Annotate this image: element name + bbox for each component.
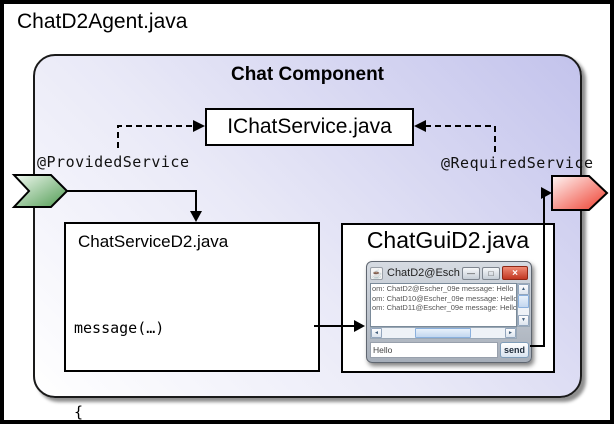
minimize-icon: —: [467, 268, 475, 278]
send-button[interactable]: send: [500, 342, 529, 358]
chat-window-titlebar: ☕ ChatD2@Esch… — □ ×: [370, 264, 528, 282]
horizontal-scrollbar[interactable]: ◄ ►: [370, 327, 517, 339]
chat-message-area: om: ChatD2@Escher_09e message: Hello om:…: [370, 283, 517, 327]
provided-service-annotation: @ProvidedService: [37, 153, 190, 171]
maximize-icon: □: [488, 268, 494, 278]
scroll-right-button[interactable]: ►: [505, 328, 516, 338]
chat-message: om: ChatD11@Escher_09e message: Hello: [372, 303, 517, 312]
interface-box: IChatService.java: [205, 108, 414, 146]
interface-label: IChatService.java: [227, 115, 392, 138]
close-icon: ×: [512, 267, 518, 279]
chat-message: om: ChatD10@Escher_09e message: Hello: [372, 293, 517, 303]
chat-message: om: ChatD2@Escher_09e message: Hello: [372, 284, 514, 293]
horizontal-scrollbar-thumb[interactable]: [415, 328, 471, 338]
service-box: ChatServiceD2.java message(…) { gui.addM…: [64, 222, 320, 420]
scroll-up-button[interactable]: ▲: [518, 284, 529, 295]
component-title: Chat Component: [230, 64, 385, 85]
service-box-title: ChatServiceD2.java: [78, 232, 229, 251]
send-button-label: send: [503, 345, 525, 355]
maximize-button[interactable]: □: [482, 266, 500, 280]
service-code: message(…) { gui.addMessage(…) }: [74, 258, 256, 421]
chat-window-title: ChatD2@Esch…: [387, 267, 460, 279]
gui-box-title: ChatGuiD2.java: [366, 227, 530, 253]
close-button[interactable]: ×: [502, 266, 528, 280]
vertical-scrollbar-thumb[interactable]: [518, 295, 529, 308]
scroll-down-button[interactable]: ▼: [518, 315, 529, 326]
required-service-annotation: @RequiredService: [441, 154, 594, 172]
minimize-button[interactable]: —: [462, 266, 480, 280]
code-line: message(…): [74, 319, 165, 337]
scroll-left-button[interactable]: ◄: [371, 328, 382, 338]
java-icon: ☕: [370, 266, 383, 280]
chat-window: ☕ ChatD2@Esch… — □ × om: ChatD2@Escher_0…: [366, 261, 532, 363]
page-title: ChatD2Agent.java: [17, 10, 188, 33]
code-line: {: [74, 403, 84, 421]
vertical-scrollbar[interactable]: ▲ ▼: [517, 283, 530, 327]
chat-input[interactable]: [370, 342, 498, 358]
